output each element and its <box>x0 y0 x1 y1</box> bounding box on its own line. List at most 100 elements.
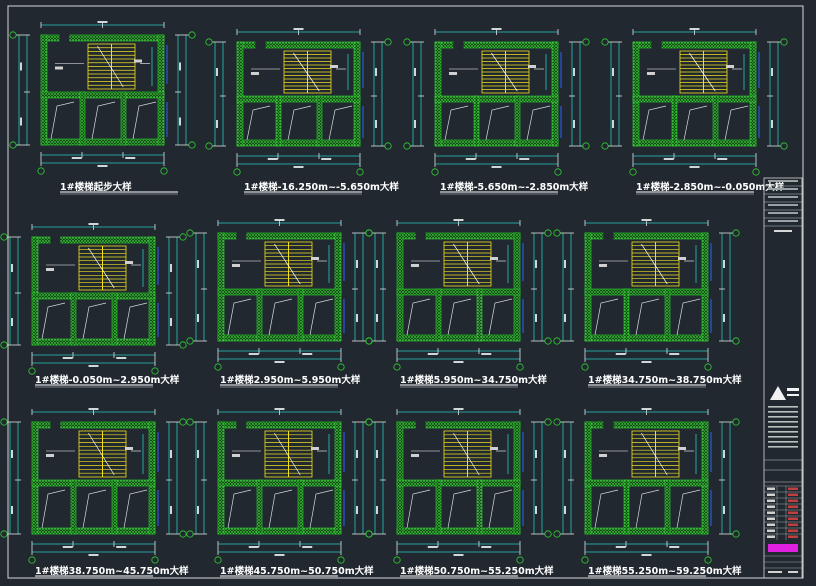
dimension-value-mark <box>170 264 172 272</box>
elevation-mark <box>528 65 536 68</box>
axis-bubble <box>732 418 740 426</box>
axis-bubble <box>393 363 401 371</box>
stair-plan-4: 1#楼梯-2.850m~-0.050m大样 <box>601 28 788 195</box>
stair-direction-line <box>293 52 320 92</box>
concrete-wall <box>434 139 559 147</box>
dimension-value-mark <box>717 158 728 160</box>
dimension-value-mark <box>274 219 285 221</box>
dimension-value-mark <box>293 28 304 30</box>
dimension-value-mark <box>771 120 773 128</box>
stair-plan-7: 1#楼梯5.950m~34.750m大样 <box>365 219 552 388</box>
dimension-value-mark <box>669 546 680 548</box>
signature-label-mark <box>767 493 775 496</box>
axis-bubble <box>337 363 345 371</box>
plan-title: 1#楼梯38.750m~45.750m大样 <box>35 565 189 577</box>
dimension-value-mark <box>723 260 725 268</box>
dimension-value-mark <box>11 264 13 272</box>
elevation-mark <box>449 72 457 75</box>
door-swing <box>91 101 116 140</box>
door-swing <box>268 489 293 529</box>
axis-bubble <box>601 142 609 150</box>
axis-bubble <box>403 38 411 46</box>
signature-mark <box>788 511 798 514</box>
stair-direction-line <box>491 52 518 92</box>
axis-bubble <box>629 168 637 176</box>
concrete-wall <box>435 479 442 535</box>
concrete-wall <box>584 288 709 296</box>
axis-bubble <box>186 530 194 538</box>
plan-title: 1#楼梯45.750m~50.750m大样 <box>220 565 374 577</box>
axis-bubble <box>516 556 524 564</box>
dimension-value-mark <box>564 506 566 514</box>
title-block-text-mark <box>768 441 798 443</box>
axis-bubble <box>9 141 17 149</box>
door-swing <box>309 489 334 529</box>
title-block-text-mark <box>768 431 798 433</box>
stair-direction-line <box>641 432 668 476</box>
axis-bubble <box>393 556 401 564</box>
dimension-value-mark <box>612 120 614 128</box>
signature-label-mark <box>767 511 775 514</box>
concrete-wall <box>396 232 404 342</box>
dimension-value-mark <box>641 361 652 363</box>
dimension-value-mark <box>573 120 575 128</box>
title-block-text-mark <box>788 571 798 573</box>
dimension-value-mark <box>321 158 332 160</box>
axis-bubble <box>214 363 222 371</box>
dimension-value-mark <box>376 450 378 458</box>
dimension-value-mark <box>97 21 108 23</box>
axis-bubble <box>0 233 8 241</box>
concrete-wall <box>584 527 709 535</box>
dimension-value-mark <box>535 314 537 322</box>
elevation-mark <box>411 264 419 267</box>
axis-bubble <box>544 337 552 345</box>
concrete-wall <box>217 527 342 535</box>
axis-bubble <box>205 142 213 150</box>
concrete-wall <box>749 41 757 147</box>
dimension-value-mark <box>376 314 378 322</box>
elevation-mark <box>251 72 259 75</box>
title-block-text-mark <box>768 406 798 408</box>
axis-bubble <box>780 142 788 150</box>
door-swing <box>41 489 66 529</box>
plan-title: 1#楼梯34.750m~38.750m大样 <box>588 374 742 386</box>
dimension-value-mark <box>88 408 99 410</box>
concrete-wall <box>31 421 39 535</box>
door-swing <box>488 298 513 336</box>
concrete-wall <box>396 288 521 296</box>
dimension-value-mark <box>356 506 358 514</box>
concrete-wall <box>623 479 630 535</box>
concrete-wall <box>70 479 77 535</box>
door-swing <box>594 489 619 529</box>
concrete-wall <box>712 95 719 147</box>
dimension-value-mark <box>723 506 725 514</box>
axis-bubble <box>0 418 8 426</box>
dimension-value-mark <box>11 506 13 514</box>
concrete-wall <box>396 421 404 535</box>
concrete-wall <box>120 91 127 146</box>
concrete-wall <box>217 479 342 487</box>
dimension-value-mark <box>11 450 13 458</box>
dimension-value-mark <box>62 357 73 359</box>
concrete-wall <box>701 232 709 342</box>
signature-mark <box>788 517 798 520</box>
dimension-value-mark <box>535 450 537 458</box>
axis-bubble <box>553 337 561 345</box>
dimension-value-mark <box>723 450 725 458</box>
plan-title: 1#楼梯2.950m~5.950m大样 <box>220 374 361 386</box>
elevation-mark <box>330 65 338 68</box>
title-block-text-mark <box>768 180 798 182</box>
concrete-wall <box>513 232 521 342</box>
axis-bubble <box>732 229 740 237</box>
dimension-value-mark <box>302 546 313 548</box>
title-block-text-mark <box>768 436 798 438</box>
axis-bubble <box>365 337 373 345</box>
elevation-mark <box>232 264 240 267</box>
wall-opening <box>453 41 464 49</box>
dimension-value-mark <box>641 554 652 556</box>
concrete-wall <box>217 232 225 342</box>
stair-direction-line <box>274 432 301 476</box>
concrete-wall <box>31 479 156 487</box>
dimension-value-mark <box>375 120 377 128</box>
axis-bubble <box>186 337 194 345</box>
